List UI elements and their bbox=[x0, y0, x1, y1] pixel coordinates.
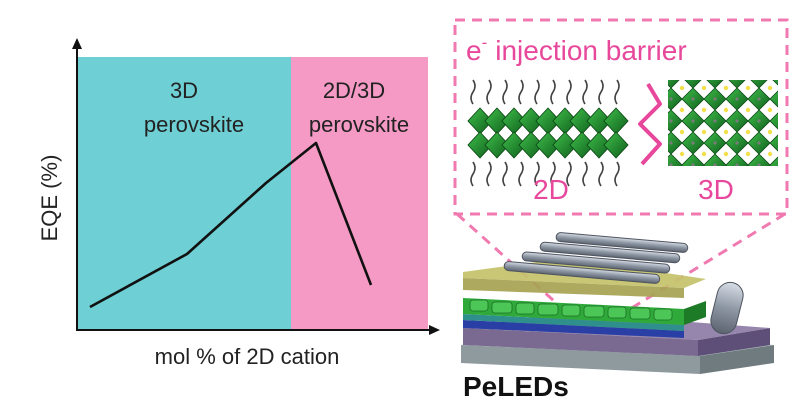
x-axis-label: mol % of 2D cation bbox=[155, 344, 340, 369]
peled-device-stack bbox=[461, 232, 774, 374]
region-2d3d-label-line2: perovskite bbox=[309, 112, 409, 137]
teal-layer bbox=[463, 314, 684, 331]
perovskite-layer-right bbox=[684, 301, 706, 325]
2d-octahedra-layer bbox=[467, 107, 629, 159]
inset-title-text: injection barrier bbox=[495, 35, 686, 66]
inset-title: e-injection barrier bbox=[466, 33, 687, 66]
label-2d: 2D bbox=[533, 174, 569, 205]
organic-spacer-chains-top bbox=[470, 79, 620, 105]
x-axis-arrowhead bbox=[429, 325, 440, 335]
3d-perovskite-crystal bbox=[668, 80, 778, 166]
y-axis-arrowhead bbox=[72, 38, 82, 49]
purple-layer bbox=[463, 328, 698, 356]
region-2d3d-label-line1: 2D/3D bbox=[323, 78, 385, 103]
perovskite-grains bbox=[469, 299, 673, 321]
region-2d3d-background bbox=[291, 57, 428, 329]
blue-layer bbox=[463, 320, 684, 338]
purple-layer-right bbox=[698, 328, 770, 356]
organic-spacer-chains-bottom bbox=[470, 161, 620, 187]
transport-layer-front bbox=[463, 278, 684, 298]
zoom-connector-right bbox=[629, 212, 786, 311]
device-label: PeLEDs bbox=[463, 371, 569, 402]
y-axis-label: EQE (%) bbox=[37, 155, 62, 242]
substrate-front bbox=[700, 345, 774, 374]
electron-symbol: e bbox=[466, 35, 482, 66]
injection-barrier-inset: e-injection barrier bbox=[453, 18, 789, 216]
side-contact-pad bbox=[710, 281, 744, 335]
region-3d-label-line1: 3D bbox=[170, 78, 198, 103]
label-3d: 3D bbox=[698, 174, 734, 205]
substrate-side bbox=[461, 345, 700, 374]
energy-barrier-zigzag bbox=[638, 82, 662, 166]
electron-superscript: - bbox=[482, 33, 488, 52]
eqe-plot: 3D perovskite 2D/3D perovskite EQE (%) m… bbox=[37, 38, 440, 369]
electrode-rods bbox=[503, 232, 689, 284]
eqe-trend-line bbox=[89, 141, 373, 309]
inset-frame bbox=[453, 18, 789, 216]
2d-perovskite-structure bbox=[467, 79, 629, 187]
region-3d-label-line2: perovskite bbox=[144, 112, 244, 137]
